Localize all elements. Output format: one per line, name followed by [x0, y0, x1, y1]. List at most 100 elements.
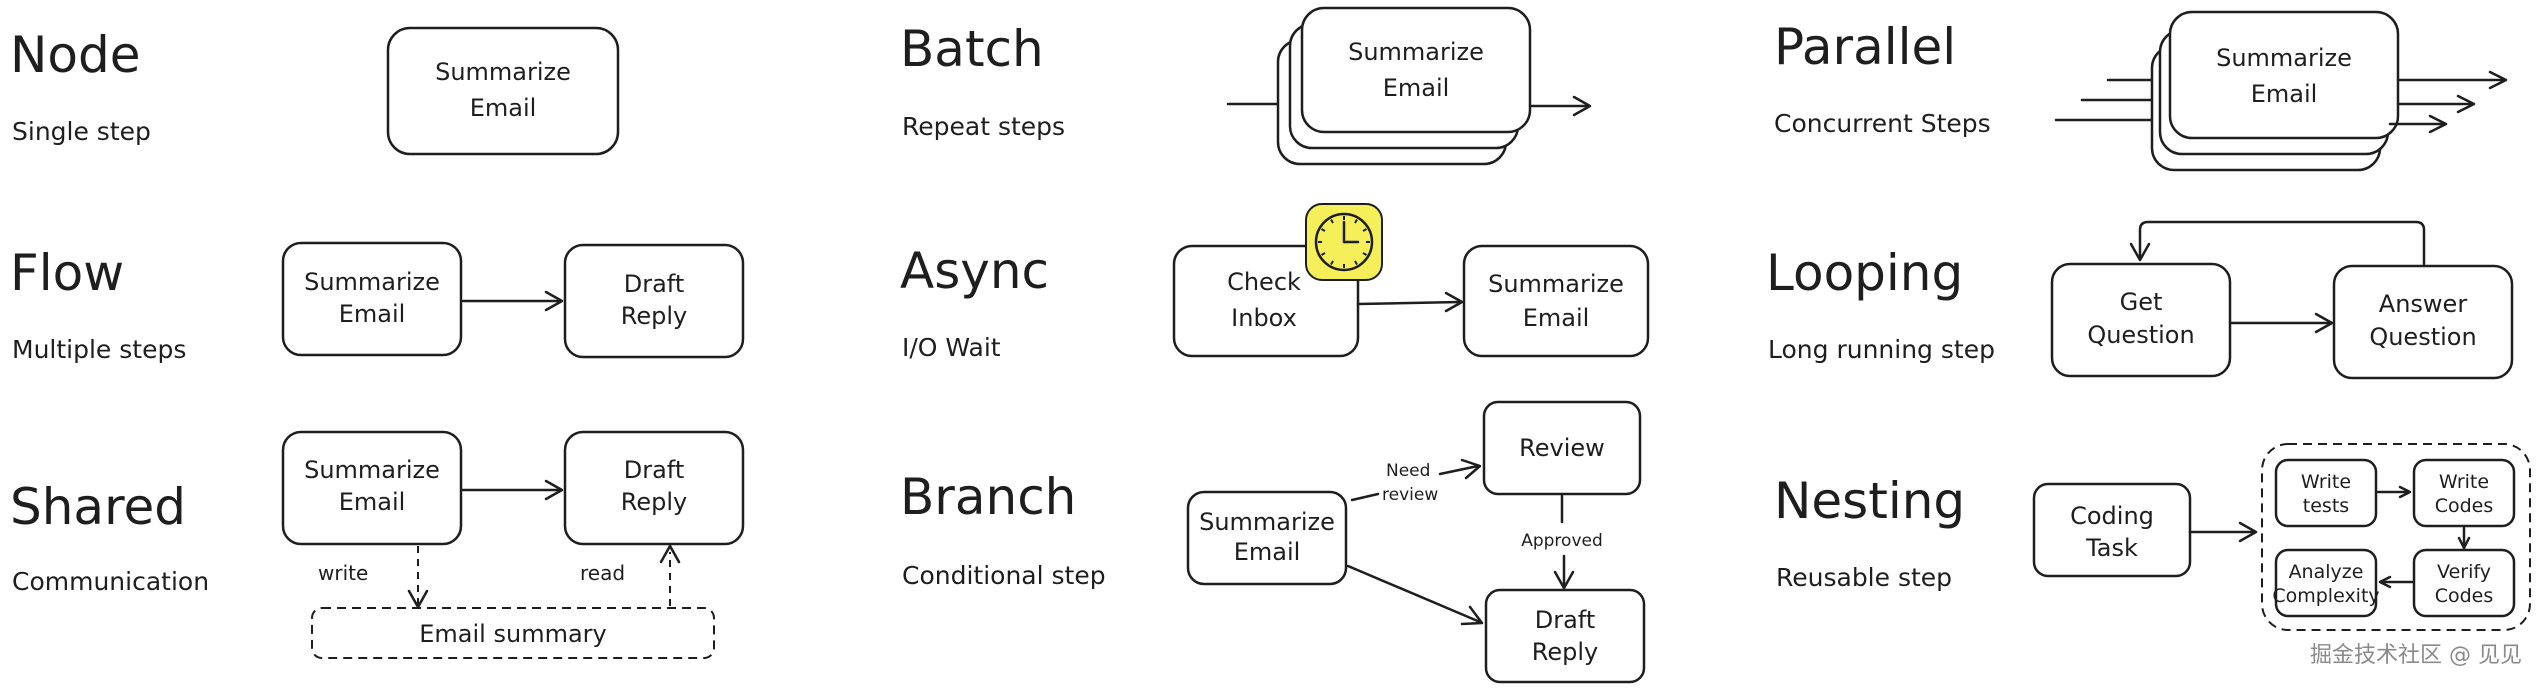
shared-box2-line1: Draft [624, 456, 685, 484]
shared-summarize-box [281, 430, 463, 546]
branch-source-line2: Email [1234, 538, 1301, 566]
looping-forward-arrowhead [2314, 312, 2334, 334]
clock-tick [1362, 252, 1368, 256]
flow-title: Flow [10, 244, 124, 302]
async-arrowhead [1444, 291, 1464, 313]
flow-box1-line1: Summarize [304, 268, 440, 296]
batch-section: Batch Repeat steps Summarize Email [900, 6, 1592, 166]
nesting-write-codes-box [2412, 458, 2516, 528]
async-title: Async [900, 242, 1049, 300]
branch-need-review-arrow [1438, 464, 1480, 476]
branch-direct-arrow [1346, 564, 1482, 624]
async-section: Async I/O Wait Check Inbox Summarize Ema… [900, 203, 1650, 362]
parallel-output-arrowhead-3 [2428, 114, 2448, 134]
branch-approved-arrowhead [1553, 570, 1575, 590]
parallel-title: Parallel [1774, 18, 1956, 76]
nesting-arrowhead [2238, 521, 2258, 543]
looping-subtitle: Long running step [1768, 335, 1995, 364]
parallel-output-arrowhead-1 [2488, 70, 2508, 90]
nesting-title: Nesting [1774, 472, 1965, 530]
clock-tick [1354, 218, 1358, 224]
looping-title: Looping [1766, 244, 1963, 302]
node-subtitle: Single step [12, 117, 151, 146]
nesting-inner4-line1: Analyze [2289, 561, 2364, 583]
branch-summarize-box [1186, 490, 1348, 586]
nesting-inner-arrowhead-2 [2457, 536, 2471, 550]
branch-review-label: Review [1519, 434, 1605, 462]
clock-tick [1320, 252, 1326, 256]
branch-draft-box [1484, 588, 1646, 684]
flow-box1-line2: Email [339, 300, 406, 328]
branch-need-review-arrowhead [1460, 458, 1482, 480]
parallel-section: Parallel Concurrent Steps Summarize Emai… [1774, 10, 2508, 172]
clock-tick [1330, 218, 1334, 224]
watermark: 掘金技术社区 @ 见见 [2310, 643, 2522, 668]
shared-store-label: Email summary [419, 620, 606, 648]
nesting-task-line2: Task [2085, 534, 2138, 562]
nesting-inner-arrowhead-1 [2398, 485, 2412, 499]
async-summarize-box [1462, 244, 1650, 358]
flow-arrowhead [544, 290, 564, 312]
shared-draft-box [563, 430, 745, 546]
clock-tick [1330, 260, 1334, 266]
shared-flow-arrowhead [544, 479, 564, 501]
branch-draft-line2: Reply [1532, 638, 1598, 666]
nesting-inner2-line2: Codes [2435, 495, 2494, 517]
looping-box2-line2: Question [2369, 323, 2476, 351]
batch-subtitle: Repeat steps [902, 112, 1065, 141]
shared-email-summary-store [311, 607, 715, 659]
flow-box2-line1: Draft [624, 270, 685, 298]
nesting-subtitle: Reusable step [1776, 563, 1952, 592]
shared-box2-line2: Reply [621, 488, 687, 516]
looping-box2-line1: Answer [2379, 290, 2468, 318]
nesting-section: Nesting Reusable step Coding Task Write … [1774, 443, 2531, 631]
clock-tick [1362, 228, 1368, 232]
looping-back-arrow [2138, 220, 2426, 266]
batch-title: Batch [900, 20, 1044, 78]
branch-title: Branch [900, 468, 1076, 526]
async-subtitle: I/O Wait [902, 333, 1001, 362]
async-arrow [1356, 300, 1462, 306]
nesting-analyze-complexity-box [2274, 548, 2378, 618]
batch-box-line2: Email [1383, 74, 1450, 102]
looping-section: Looping Long running step Get Question A… [1766, 220, 2514, 380]
shared-read-arrowhead [659, 544, 681, 564]
looping-answer-question-box [2332, 264, 2514, 380]
branch-need-label-line1: Need [1386, 461, 1430, 481]
nesting-verify-codes-box [2412, 548, 2516, 618]
branch-subtitle: Conditional step [902, 561, 1106, 590]
shared-title: Shared [10, 478, 186, 536]
batch-summarize-box [1300, 6, 1532, 134]
node-box-line1: Summarize [435, 58, 571, 86]
branch-need-review-stub [1350, 492, 1380, 502]
batch-output-arrowhead [1572, 95, 1592, 117]
branch-section: Branch Conditional step Summarize Email … [900, 400, 1646, 684]
shared-write-label: write [318, 561, 368, 585]
nesting-write-tests-box [2274, 458, 2378, 528]
flow-draft-box [563, 243, 745, 359]
looping-back-arrowhead [2129, 242, 2151, 262]
nesting-inner-arrowhead-3 [2378, 575, 2392, 589]
async-box1-line1: Check [1227, 268, 1301, 296]
parallel-summarize-box [2168, 10, 2400, 140]
parallel-box-line1: Summarize [2216, 44, 2352, 72]
nesting-inner2-line1: Write [2439, 471, 2489, 493]
async-box2-line1: Summarize [1488, 270, 1624, 298]
branch-direct-arrowhead [1460, 605, 1484, 626]
clock-icon [1305, 203, 1383, 281]
node-title: Node [10, 26, 141, 84]
nesting-coding-task-box [2032, 482, 2192, 578]
branch-need-label-line2: review [1382, 485, 1438, 505]
flow-section: Flow Multiple steps Summarize Email Draf… [10, 241, 745, 364]
nesting-inner1-line1: Write [2301, 471, 2351, 493]
async-box1-line2: Inbox [1231, 304, 1297, 332]
branch-review-box [1482, 400, 1642, 496]
branch-approved-label: Approved [1521, 531, 1603, 551]
parallel-output-arrowhead-2 [2456, 94, 2476, 114]
parallel-box-line2: Email [2251, 80, 2318, 108]
looping-get-question-box [2050, 262, 2232, 378]
flow-summarize-box [281, 241, 463, 357]
async-box2-line2: Email [1523, 304, 1590, 332]
parallel-subtitle: Concurrent Steps [1774, 109, 1991, 138]
looping-box1-line1: Get [2120, 288, 2163, 316]
